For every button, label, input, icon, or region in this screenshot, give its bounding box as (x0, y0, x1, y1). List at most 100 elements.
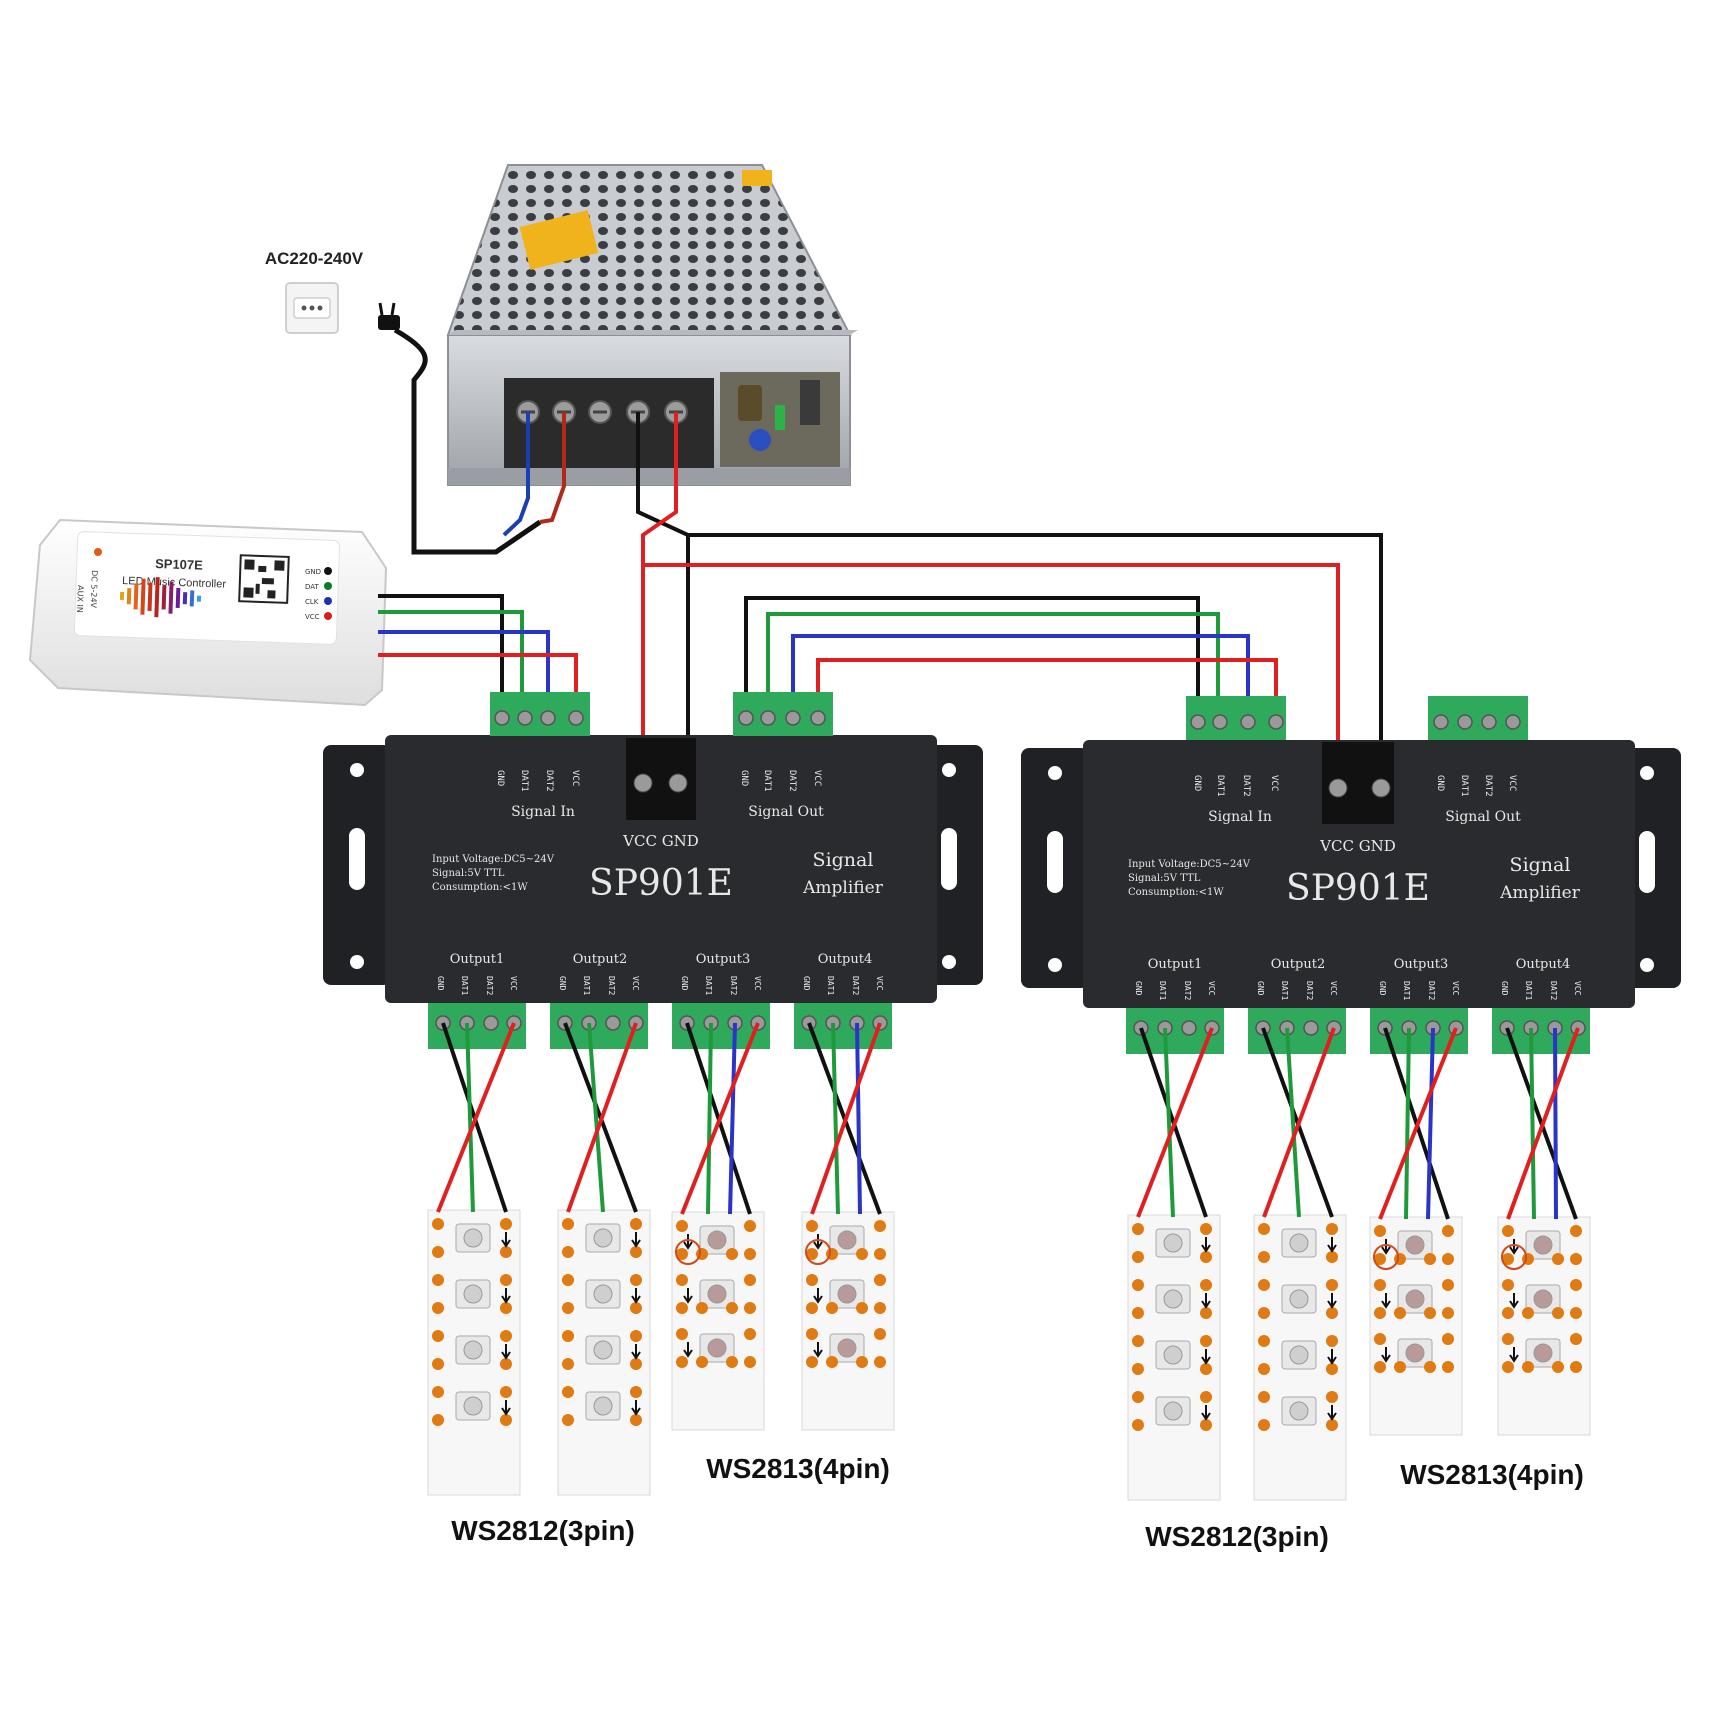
solder-pad (676, 1220, 688, 1232)
led-lens (593, 1228, 613, 1248)
led-lens (837, 1230, 857, 1250)
sp901e-amplifier-1: GND DAT1 DAT2 VCC GND DAT1 DAT2 VCC Sign… (323, 692, 983, 1049)
sp107e-controller: SP107E LED Music Controller DC 5-24V AUX… (28, 518, 388, 707)
led-lens (1533, 1235, 1553, 1255)
mains-cable (393, 327, 542, 555)
pin-label: VCC (812, 770, 822, 786)
solder-pad (432, 1246, 444, 1258)
led-lens (1163, 1345, 1183, 1365)
power-label: VCC GND (622, 832, 699, 850)
pin-label: DAT2 (1241, 775, 1251, 797)
solder-pad (1502, 1225, 1514, 1237)
solder-pad (676, 1248, 688, 1260)
solder-pad (1200, 1363, 1212, 1375)
pin-label: GND (1256, 981, 1265, 996)
solder-pad (1374, 1225, 1386, 1237)
data-wire (1529, 1027, 1536, 1220)
backup-data-wire (1553, 1027, 1558, 1220)
pin-label: DAT2 (851, 976, 860, 995)
solder-pad (1570, 1225, 1582, 1237)
solder-pad (1394, 1307, 1406, 1319)
controller-aux-label: AUX IN (75, 585, 85, 613)
signal-out-label: Signal Out (748, 804, 824, 820)
data-wire (587, 1022, 605, 1213)
solder-pad (856, 1302, 868, 1314)
arrow-down-icon (1327, 1244, 1337, 1253)
pin-label: VCC (631, 976, 640, 991)
solder-pad (432, 1274, 444, 1286)
arrow-down-icon (813, 1349, 823, 1358)
solder-pad (562, 1274, 574, 1286)
solder-pad (1258, 1335, 1270, 1347)
controller-subtitle: LED Music Controller (122, 575, 227, 591)
highlight-circle (1501, 1244, 1527, 1270)
led-lens (707, 1338, 727, 1358)
solder-pad (500, 1330, 512, 1342)
backup-data-wire (855, 1022, 862, 1215)
vcc-wire (1506, 1027, 1580, 1220)
vcc-wire (1378, 1027, 1458, 1220)
pin-label: GND (1378, 981, 1387, 996)
led-lens (1289, 1289, 1309, 1309)
psu-terminal-block (504, 378, 714, 468)
led-lens (1405, 1235, 1425, 1255)
solder-pad (1326, 1335, 1338, 1347)
solder-pad (1502, 1333, 1514, 1345)
arrow-down-icon (813, 1295, 823, 1304)
arrow-down-icon (1509, 1246, 1519, 1255)
arrow-down-icon (1381, 1300, 1391, 1309)
signal-out-label: Signal Out (1445, 809, 1521, 825)
pin-label: DAT2 (1483, 775, 1493, 797)
arrow-down-icon (1201, 1412, 1211, 1421)
solder-pad (500, 1414, 512, 1426)
solder-pad (1570, 1333, 1582, 1345)
strip-group-label: WS2813(4pin) (706, 1453, 890, 1484)
data-wire (1163, 1027, 1175, 1218)
solder-pad (1522, 1361, 1534, 1373)
arrow-down-icon (1509, 1300, 1519, 1309)
arrow-down-icon (1201, 1356, 1211, 1365)
led-lens (593, 1340, 613, 1360)
solder-pad (1552, 1307, 1564, 1319)
solder-pad (806, 1356, 818, 1368)
pin-label: DAT2 (1305, 981, 1314, 1000)
mains-wire-live (539, 412, 566, 524)
led-lens (1163, 1233, 1183, 1253)
pin-label: DAT1 (519, 770, 529, 792)
solder-pad (1200, 1307, 1212, 1319)
highlight-circle (675, 1239, 701, 1265)
solder-pad (1570, 1307, 1582, 1319)
pin-label: GND (680, 976, 689, 991)
solder-pad (1200, 1251, 1212, 1263)
solder-pad (696, 1302, 708, 1314)
qr-code-icon (238, 554, 290, 604)
solder-pad (1258, 1419, 1270, 1431)
pin-label: VCC (570, 770, 580, 786)
controller-pin-dot (324, 567, 332, 575)
power-label: VCC GND (1319, 837, 1396, 855)
amplifier-type: Amplifier (1499, 883, 1581, 903)
led-lens (1163, 1401, 1183, 1421)
output-label: Output3 (696, 952, 750, 967)
solder-pad (1442, 1307, 1454, 1319)
pin-label: VCC (1329, 981, 1338, 996)
output-label: Output1 (450, 952, 504, 967)
pin-label: DAT1 (1524, 981, 1533, 1000)
arrow-down-icon (631, 1351, 641, 1360)
solder-pad (874, 1328, 886, 1340)
solder-pad (1374, 1361, 1386, 1373)
pin-label: DAT1 (1402, 981, 1411, 1000)
pin-label: GND (436, 976, 445, 991)
arrow-down-icon (631, 1295, 641, 1304)
solder-pad (1132, 1251, 1144, 1263)
solder-pad (806, 1302, 818, 1314)
pin-label: DAT1 (826, 976, 835, 995)
solder-pad (1326, 1419, 1338, 1431)
solder-pad (1258, 1251, 1270, 1263)
solder-pad (744, 1274, 756, 1286)
arrow-down-icon (501, 1407, 511, 1416)
power-supply (446, 164, 858, 486)
cascade-signal-wires (744, 596, 1278, 722)
solder-pad (1132, 1307, 1144, 1319)
solder-pad (806, 1274, 818, 1286)
